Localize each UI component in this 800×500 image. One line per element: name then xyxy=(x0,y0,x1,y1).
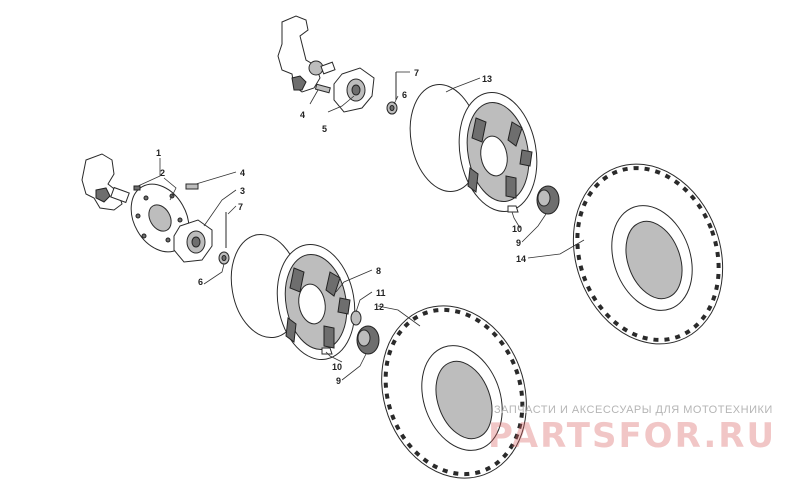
callout-2: 2 xyxy=(160,168,165,178)
hub-cap-front xyxy=(356,325,380,355)
lower-nut xyxy=(218,251,230,265)
callout-8: 8 xyxy=(376,266,381,276)
tire-front xyxy=(381,305,527,479)
callout-7-lower: 7 xyxy=(238,202,243,212)
callout-6-upper: 6 xyxy=(402,90,407,100)
callout-14: 14 xyxy=(516,254,526,264)
lower-stud-bolt xyxy=(185,183,199,190)
watermark-caption: ЗАПЧАСТИ И АКСЕССУАРЫ ДЛЯ МОТОТЕХНИКИ xyxy=(494,404,773,416)
callout-13: 13 xyxy=(482,74,492,84)
callout-10-front: 10 xyxy=(332,362,342,372)
callout-11: 11 xyxy=(376,288,386,298)
tire-rear xyxy=(572,163,724,345)
rim-rear xyxy=(409,83,538,212)
callout-7-upper: 7 xyxy=(414,68,419,78)
callout-9-rear: 9 xyxy=(516,238,521,248)
callout-labels: 1 2 3 4 4 5 6 6 7 7 8 9 9 10 10 11 12 13… xyxy=(156,68,526,386)
hub-cap-rear xyxy=(536,185,560,215)
upper-stud-bolt xyxy=(314,83,331,94)
callout-12: 12 xyxy=(374,302,384,312)
upper-nut xyxy=(386,101,398,115)
callout-3: 3 xyxy=(240,186,245,196)
callout-10-rear: 10 xyxy=(512,224,522,234)
callout-4-lower: 4 xyxy=(240,168,245,178)
valve-stem-rear xyxy=(507,205,519,213)
callout-6-lower: 6 xyxy=(198,277,203,287)
upper-hub xyxy=(333,67,375,113)
disc-screw xyxy=(133,185,141,191)
leader-lines xyxy=(137,71,585,381)
lower-hub xyxy=(173,219,213,263)
callout-9-front: 9 xyxy=(336,376,341,386)
callout-1: 1 xyxy=(156,148,161,158)
rim-front xyxy=(230,233,356,360)
callout-4-upper: 4 xyxy=(300,110,305,120)
valve-stem-front xyxy=(321,347,333,355)
lug-nut-front xyxy=(350,310,362,326)
callout-5: 5 xyxy=(322,124,327,134)
watermark-logo: PARTSFOR.RU xyxy=(488,416,777,456)
lower-knuckle xyxy=(81,153,130,211)
upper-knuckle xyxy=(277,15,336,93)
